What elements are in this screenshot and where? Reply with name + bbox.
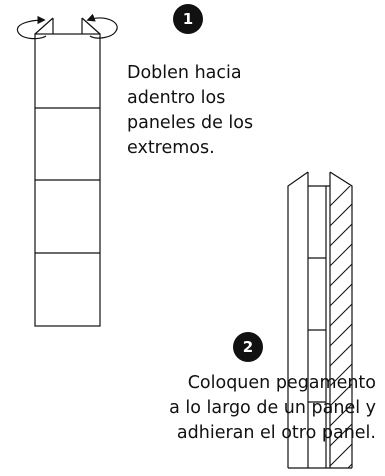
instruction-line: adentro los [127, 88, 226, 108]
instruction-line: Doblen hacia [127, 63, 242, 83]
fold-arrow-left-icon [16, 15, 47, 40]
glued-column-illustration [287, 171, 353, 469]
instruction-line: extremos. [127, 138, 215, 158]
panel-column-illustration [16, 13, 118, 327]
left-flap [34, 17, 54, 35]
instruction-line: Coloquen pegamento [187, 373, 376, 393]
instruction-line: adhieran el otro panel. [176, 423, 376, 443]
step-2-instruction: Coloquen pegamento a lo largo de un pane… [169, 371, 376, 446]
column-outer-right [329, 171, 353, 468]
step-number-badge: 2 [233, 332, 263, 362]
instruction-line: a lo largo de un panel y [169, 398, 376, 418]
fold-arrow-right-icon [86, 13, 118, 39]
glue-hatching [330, 186, 352, 468]
right-flap [81, 17, 101, 35]
column-outer-left [287, 171, 309, 468]
step-number-badge: 1 [173, 4, 203, 34]
instruction-line: paneles de los [127, 113, 254, 133]
step-1-instruction: Doblen hacia adentro los paneles de los … [127, 61, 253, 161]
